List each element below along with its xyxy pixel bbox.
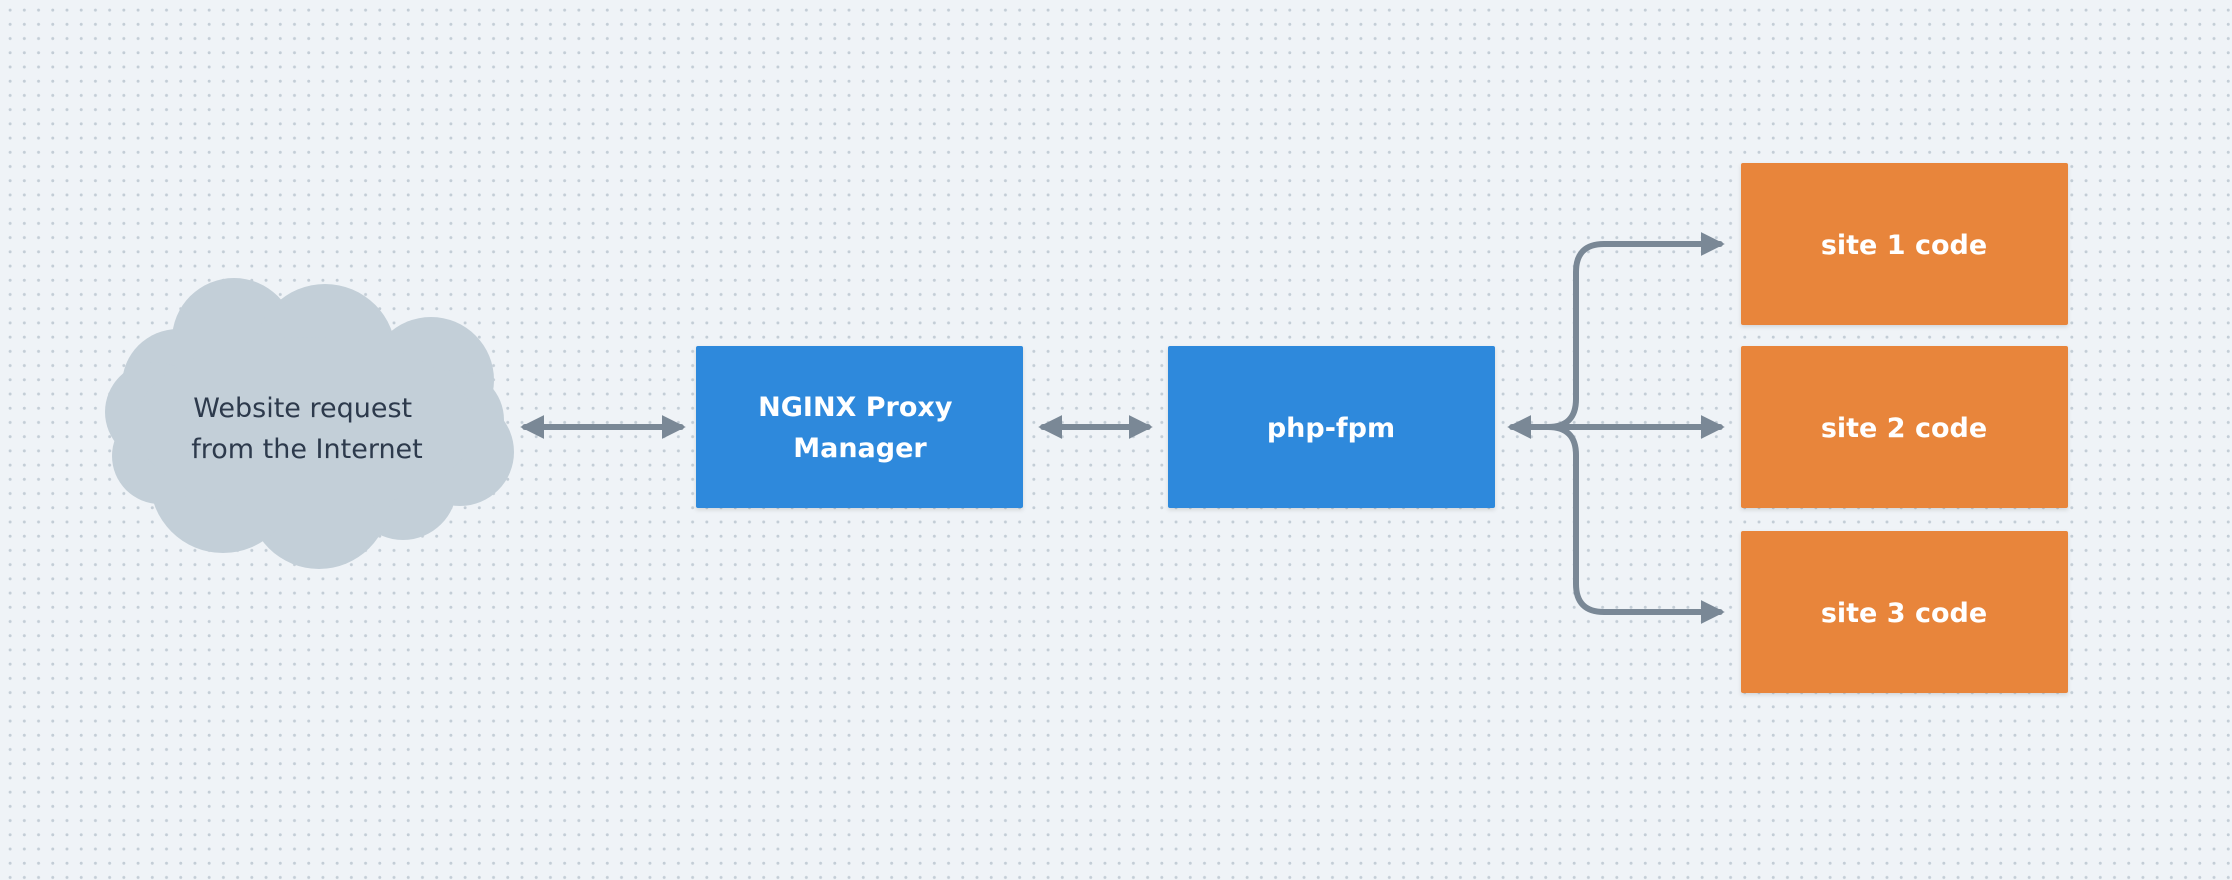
internet-label: Website request from the Internet	[191, 393, 423, 465]
nginx-label-line-1: NGINX Proxy	[758, 392, 953, 423]
nginx-label-line-2: Manager	[793, 433, 927, 464]
site-1-box	[1741, 163, 2068, 325]
site-1-label: site 1 code	[1821, 230, 1987, 261]
site-1-node	[1741, 163, 2068, 325]
php-fpm-node	[1168, 346, 1495, 508]
site-3-node	[1741, 531, 2068, 693]
nginx-proxy-manager-box	[696, 346, 1023, 508]
connector-phpfpm-site1	[1545, 232, 1725, 430]
site-3-box	[1741, 531, 2068, 693]
nginx-proxy-manager-node	[696, 346, 1023, 508]
internet-label-line-2: from the Internet	[191, 434, 423, 465]
internet-label-line-1: Website request	[193, 393, 412, 424]
internet-cloud-node: Website request from the Internet	[105, 278, 514, 569]
site-3-label-line-1: site 3 code	[1821, 598, 1987, 629]
php-fpm-box	[1168, 346, 1495, 508]
connectors	[520, 232, 1725, 624]
connector-phpfpm-site3	[1545, 424, 1725, 624]
site-3-label: site 3 code	[1821, 598, 1987, 629]
site-2-node	[1741, 346, 2068, 508]
site-1-label-line-1: site 1 code	[1821, 230, 1987, 261]
php-fpm-label: php-fpm	[1267, 413, 1395, 444]
site-2-label-line-1: site 2 code	[1821, 413, 1987, 444]
php-fpm-label-line-1: php-fpm	[1267, 413, 1395, 444]
cloud-icon	[105, 278, 514, 569]
nginx-proxy-manager-label: NGINX Proxy Manager	[758, 392, 962, 464]
site-2-label: site 2 code	[1821, 413, 1987, 444]
site-2-box	[1741, 346, 2068, 508]
